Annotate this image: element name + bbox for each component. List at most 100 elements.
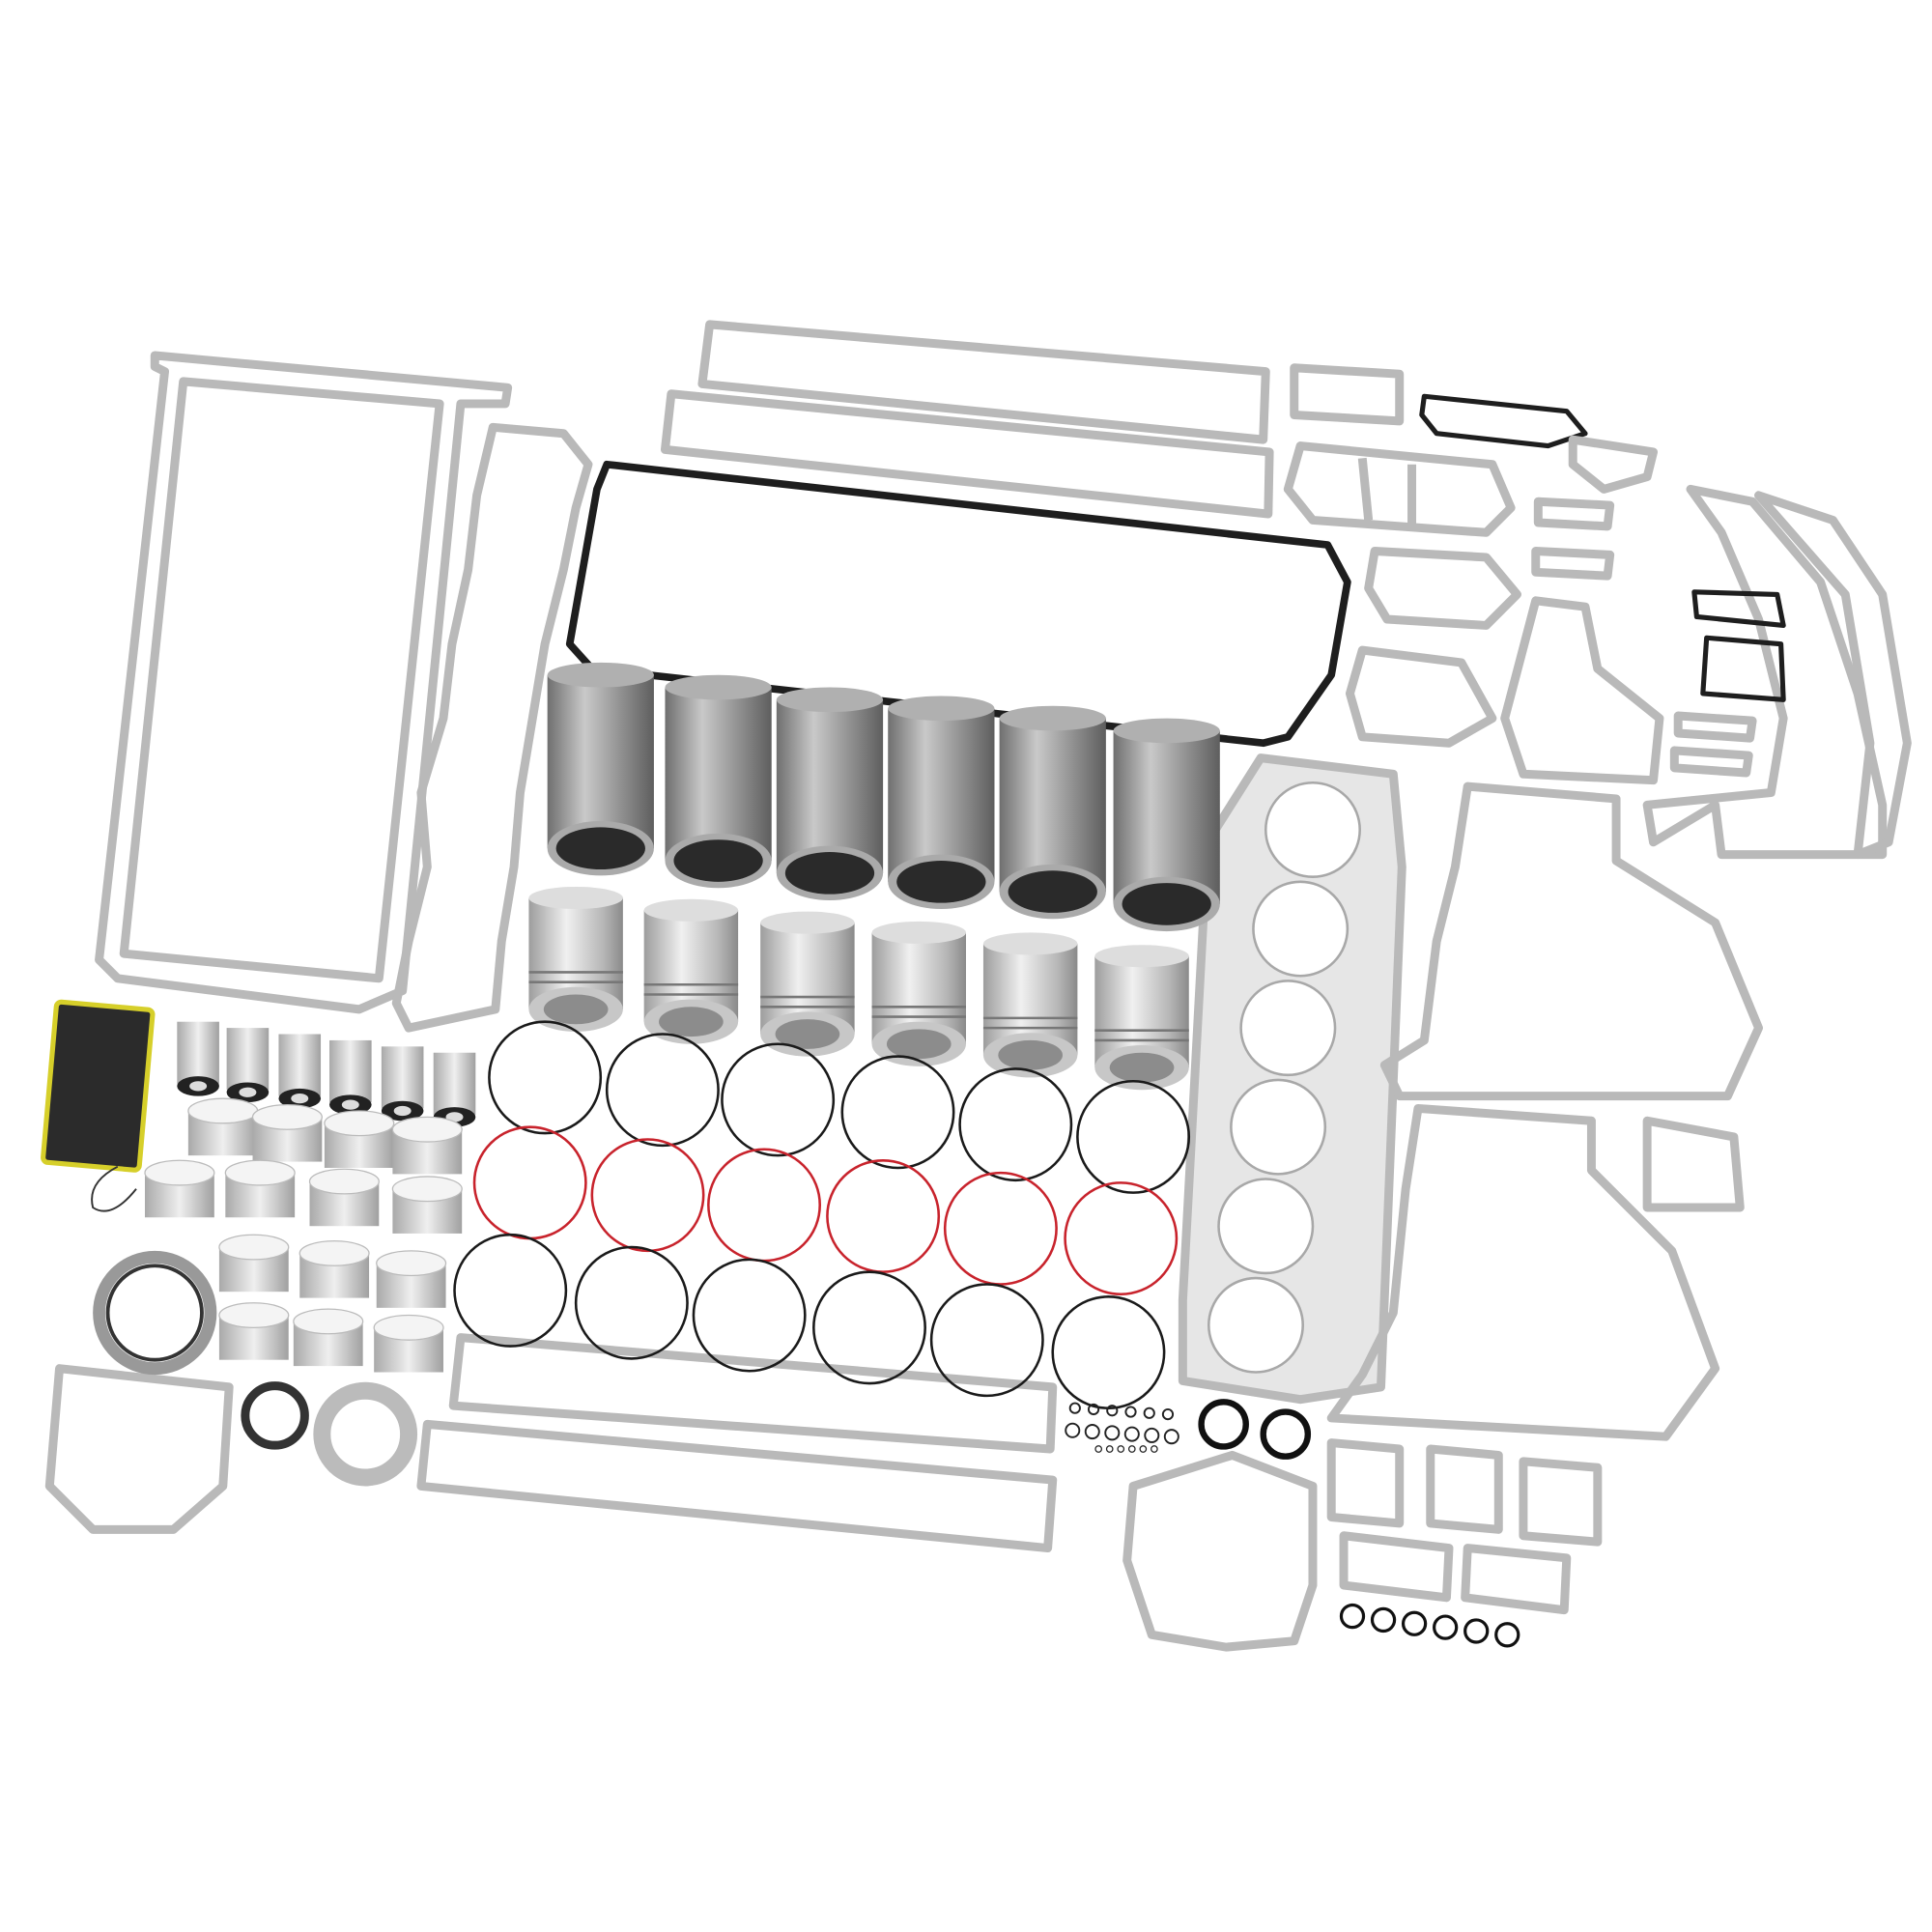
twin-port-gasket bbox=[1290, 363, 1405, 426]
small-port-gasket-2 bbox=[1669, 746, 1753, 778]
turbo-gasket-black bbox=[1691, 589, 1786, 628]
bearing-shell bbox=[224, 1159, 296, 1218]
instruction-tag bbox=[41, 999, 156, 1212]
bearing-shell bbox=[391, 1116, 463, 1175]
piston bbox=[643, 898, 739, 1044]
bearing-shell bbox=[293, 1308, 364, 1367]
liner-seal-oring-black bbox=[840, 1055, 955, 1170]
cam-follower bbox=[329, 1039, 372, 1115]
cylinder-liner bbox=[665, 674, 772, 889]
timing-cover-arc-gasket bbox=[1642, 484, 1888, 860]
small-oring bbox=[1065, 1422, 1081, 1438]
small-oring bbox=[1068, 1402, 1081, 1414]
liner-seal-oring-black bbox=[929, 1283, 1044, 1398]
bearing-shell bbox=[144, 1159, 215, 1218]
cylinder-liner bbox=[999, 705, 1106, 920]
small-flange-gasket bbox=[1568, 435, 1659, 494]
bearing-shell bbox=[251, 1103, 323, 1162]
wear-sleeve bbox=[313, 1381, 418, 1487]
large-oring bbox=[1260, 1408, 1312, 1460]
liner-seal-oring-black bbox=[453, 1233, 568, 1348]
bearing-shell bbox=[218, 1302, 290, 1360]
manifold-gasket bbox=[1500, 596, 1664, 785]
thermostat-housing-gasket bbox=[1364, 547, 1521, 630]
bearing-shell bbox=[376, 1250, 447, 1308]
small-exhaust-gasket-1 bbox=[1533, 497, 1615, 531]
bearing-shell bbox=[298, 1239, 370, 1298]
liner-seal-oring-red bbox=[826, 1159, 941, 1273]
small-oring bbox=[1124, 1406, 1137, 1418]
injector-oring bbox=[1433, 1614, 1459, 1640]
piston bbox=[760, 911, 855, 1057]
timing-cover-arc-gasket-2 bbox=[1754, 491, 1912, 860]
piston bbox=[871, 921, 967, 1066]
liner-seal-oring-black bbox=[692, 1258, 807, 1373]
turbo-flange-gasket-black bbox=[1700, 635, 1786, 702]
small-oring bbox=[1117, 1445, 1125, 1453]
liner-seal-oring-red bbox=[707, 1148, 822, 1263]
small-oring bbox=[1094, 1445, 1103, 1453]
liner-seal-oring-black bbox=[488, 1020, 603, 1135]
injector-oring bbox=[1370, 1606, 1397, 1634]
intake-gasket-3 bbox=[1519, 1457, 1603, 1547]
cam-follower bbox=[433, 1052, 476, 1127]
oil-cooler-gasket-black bbox=[1419, 393, 1588, 449]
intake-gasket-1 bbox=[1326, 1438, 1405, 1528]
small-oring bbox=[1139, 1445, 1148, 1453]
small-oring bbox=[1163, 1429, 1179, 1445]
liner-seal-oring-black bbox=[1076, 1079, 1191, 1194]
injector-oring bbox=[1463, 1618, 1490, 1644]
exhaust-gasket-2 bbox=[1461, 1544, 1572, 1615]
bearing-shell bbox=[187, 1097, 259, 1156]
cam-follower bbox=[381, 1046, 424, 1122]
head-gasket-bore bbox=[1230, 1078, 1327, 1176]
cylinder-liner bbox=[776, 687, 884, 901]
water-pump-gasket bbox=[1345, 645, 1497, 748]
small-exhaust-gasket-2 bbox=[1531, 547, 1615, 581]
injector-oring bbox=[1401, 1610, 1428, 1636]
bearing-shell bbox=[218, 1234, 290, 1293]
injector-oring bbox=[1339, 1603, 1366, 1630]
large-oring bbox=[1198, 1399, 1249, 1450]
liner-seal-oring-black bbox=[1051, 1295, 1166, 1409]
liner-seal-oring-black bbox=[605, 1033, 720, 1148]
oval-cover-gasket bbox=[1283, 441, 1516, 537]
bearing-shell bbox=[308, 1168, 380, 1227]
lower-rail-gasket-1 bbox=[448, 1333, 1058, 1454]
accessory-gasket bbox=[1642, 1116, 1745, 1212]
front-seal bbox=[241, 1381, 309, 1450]
head-gasket-bore bbox=[1239, 980, 1337, 1077]
lower-rail-gasket-2 bbox=[416, 1419, 1058, 1553]
small-oring bbox=[1106, 1405, 1119, 1417]
cam-follower bbox=[177, 1021, 219, 1096]
crankshaft-seal bbox=[93, 1250, 217, 1376]
top-gasket-2 bbox=[660, 389, 1274, 519]
head-gasket-bore bbox=[1217, 1178, 1315, 1275]
liner-seal-oring-red bbox=[1064, 1181, 1179, 1296]
flywheel-housing-gasket bbox=[44, 1364, 234, 1534]
rear-seal-gasket bbox=[1122, 1450, 1318, 1652]
injector-oring bbox=[1494, 1622, 1520, 1648]
small-oring bbox=[1123, 1426, 1140, 1442]
cylinder-liner bbox=[888, 696, 995, 910]
valve-cover-gasket-wavy bbox=[391, 422, 593, 1033]
front-cover-gasket bbox=[1379, 781, 1763, 1101]
small-oring bbox=[1144, 1427, 1160, 1443]
crankshaft-seal-lip bbox=[105, 1264, 204, 1362]
cylinder-liner bbox=[1113, 718, 1220, 932]
small-port-gasket-1 bbox=[1673, 711, 1757, 743]
small-oring bbox=[1104, 1425, 1121, 1441]
liner-seal-oring-black bbox=[958, 1067, 1073, 1182]
exhaust-gasket-1 bbox=[1339, 1531, 1454, 1603]
small-oring bbox=[1143, 1406, 1155, 1419]
bearing-shell bbox=[373, 1314, 444, 1373]
liner-seal-oring-black bbox=[812, 1270, 926, 1385]
liner-seal-oring-red bbox=[472, 1125, 587, 1240]
small-oring bbox=[1084, 1424, 1100, 1440]
small-oring bbox=[1105, 1445, 1114, 1453]
cam-follower bbox=[278, 1034, 322, 1109]
cam-follower bbox=[226, 1028, 270, 1103]
liner-seal-oring-black bbox=[721, 1042, 836, 1157]
head-gasket-bore bbox=[1208, 1276, 1304, 1374]
